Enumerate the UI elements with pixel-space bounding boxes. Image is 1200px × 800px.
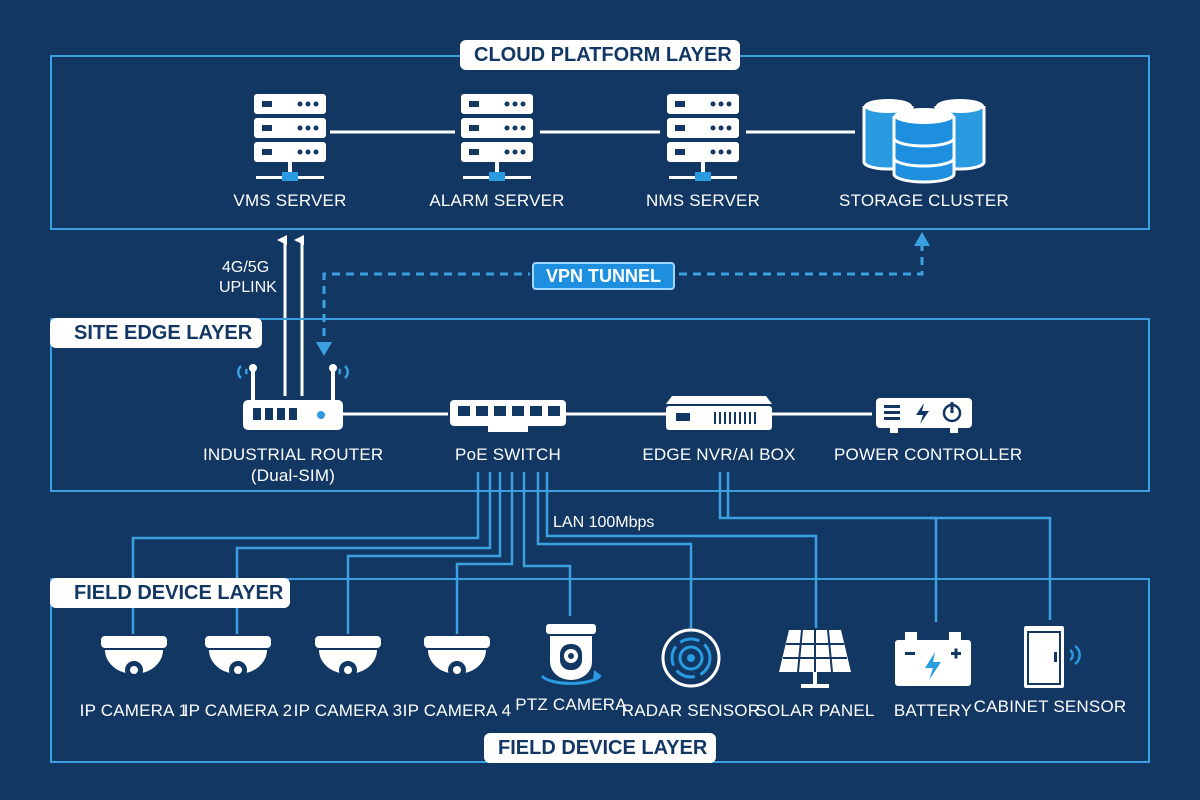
- router-icon: [237, 364, 349, 430]
- ptz-camera-node[interactable]: PTZ CAMERA: [481, 618, 661, 715]
- radar-sensor-label: RADAR SENSOR: [621, 701, 761, 720]
- power-controller-icon: [876, 398, 972, 433]
- ip-camera-2-node[interactable]: IP CAMERA 2: [148, 632, 328, 721]
- ip-camera-3-label: IP CAMERA 3: [293, 701, 403, 720]
- vms-server-label: VMS SERVER: [233, 191, 347, 210]
- power-controller-label: POWER CONTROLLER: [834, 445, 1023, 464]
- storage-cluster-label: STORAGE CLUSTER: [839, 191, 1009, 210]
- radar-icon: [661, 628, 721, 688]
- battery-icon: [895, 632, 971, 686]
- ip-camera-4-node[interactable]: IP CAMERA 4: [367, 632, 547, 721]
- switch-icon: [450, 400, 566, 432]
- solar-panel-node[interactable]: SOLAR PANEL: [725, 628, 905, 721]
- cloud-layer-title: CLOUD PLATFORM LAYER: [460, 40, 740, 70]
- site-edge-layer-title: SITE EDGE LAYER: [50, 318, 262, 348]
- nvr-box-icon: [666, 396, 772, 430]
- database-cluster-icon: [862, 99, 986, 184]
- vpn-tunnel-badge: VPN TUNNEL: [532, 262, 676, 290]
- dome-camera-icon: [424, 636, 490, 679]
- server-rack-icon: [254, 94, 326, 181]
- industrial-router-label: INDUSTRIAL ROUTER: [203, 445, 384, 464]
- ptz-camera-label: PTZ CAMERA: [515, 695, 627, 714]
- cabinet-sensor-node[interactable]: CABINET SENSOR: [960, 624, 1140, 717]
- uplink-label-line2: UPLINK: [219, 279, 277, 296]
- ip-camera-4-label: IP CAMERA 4: [402, 701, 512, 720]
- ip-camera-3-node[interactable]: IP CAMERA 3: [258, 632, 438, 721]
- server-rack-icon: [667, 94, 739, 181]
- nms-server-label: NMS SERVER: [645, 191, 761, 210]
- field-layer-title-bottom: FIELD DEVICE LAYER: [484, 733, 716, 763]
- power-controller-node[interactable]: POWER CONTROLLER: [834, 396, 1023, 465]
- industrial-router-sublabel: (Dual-SIM): [250, 466, 336, 485]
- nms-server-node[interactable]: NMS SERVER: [613, 92, 793, 211]
- ip-camera-1-node[interactable]: IP CAMERA 1: [44, 632, 224, 721]
- cabinet-icon: [1024, 626, 1081, 688]
- dome-camera-icon: [205, 636, 271, 679]
- solar-panel-icon: [779, 629, 851, 688]
- alarm-server-label: ALARM SERVER: [429, 191, 565, 210]
- dome-camera-icon: [101, 636, 167, 679]
- battery-label: BATTERY: [893, 701, 973, 720]
- battery-node[interactable]: BATTERY: [843, 630, 1023, 721]
- vpn-arrow-up: [914, 232, 930, 246]
- uplink-label-line1: 4G/5G: [222, 259, 270, 276]
- ip-camera-2-label: IP CAMERA 2: [183, 701, 293, 720]
- poe-switch-node[interactable]: PoE SWITCH: [418, 398, 598, 465]
- server-rack-icon: [461, 94, 533, 181]
- cabinet-sensor-label: CABINET SENSOR: [973, 697, 1127, 716]
- edge-nvr-node[interactable]: EDGE NVR/AI BOX: [629, 392, 809, 465]
- vpn-tunnel-path: [322, 244, 924, 350]
- dome-camera-icon: [315, 636, 381, 679]
- industrial-router-node[interactable]: INDUSTRIAL ROUTER (Dual-SIM): [203, 360, 383, 486]
- radar-sensor-node[interactable]: RADAR SENSOR: [601, 626, 781, 721]
- vms-server-node[interactable]: VMS SERVER: [200, 92, 380, 211]
- vpn-arrow-down: [316, 342, 332, 356]
- ptz-camera-icon: [540, 624, 602, 685]
- solar-panel-label: SOLAR PANEL: [755, 701, 875, 720]
- ip-camera-1-label: IP CAMERA 1: [79, 701, 189, 720]
- storage-cluster-node[interactable]: STORAGE CLUSTER: [834, 92, 1014, 211]
- field-layer-title-top: FIELD DEVICE LAYER: [50, 578, 290, 608]
- edge-nvr-label: EDGE NVR/AI BOX: [642, 445, 796, 464]
- alarm-server-node[interactable]: ALARM SERVER: [407, 92, 587, 211]
- site-edge-layer-frame: [50, 318, 1150, 492]
- lan-speed-label: LAN 100Mbps: [553, 514, 655, 531]
- poe-switch-label: PoE SWITCH: [455, 445, 561, 464]
